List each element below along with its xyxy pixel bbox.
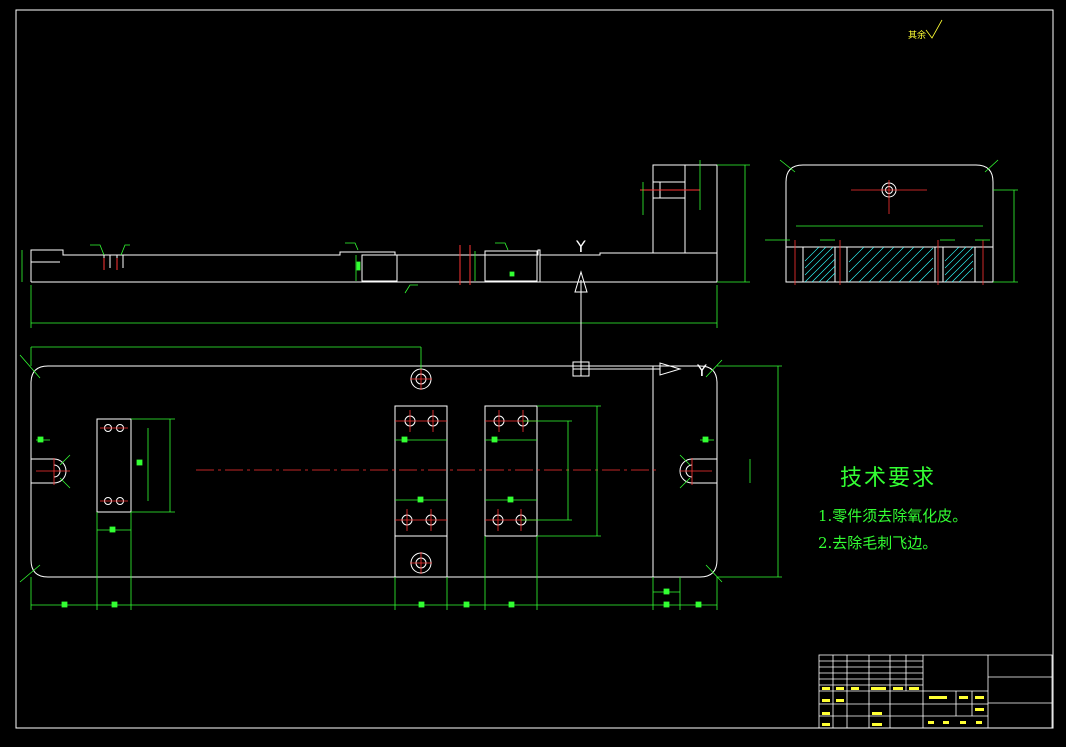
roughness-note: 其余 (908, 31, 927, 41)
top-view-dimensions (19, 346, 782, 610)
technical-requirement-item: 2.去除毛刺飞边。 (818, 534, 938, 552)
section-label-upper: Y (575, 237, 586, 256)
section-label-lower: Y (696, 361, 707, 380)
technical-requirement-item: 1.零件须去除氧化皮。 (818, 507, 968, 525)
side-view (785, 164, 994, 283)
roughness-symbol (925, 19, 943, 39)
side-view-hatching (804, 246, 974, 283)
side-view-dimensions (765, 159, 1018, 283)
top-view-centerlines (36, 368, 712, 574)
front-view-dimensions (21, 160, 750, 328)
technical-requirements-title: 技术要求 (840, 466, 937, 491)
front-view-hidden-lines (103, 189, 700, 285)
section-y-marker (572, 270, 682, 377)
drawing-frame (15, 9, 1054, 729)
top-view (30, 365, 718, 578)
side-view-centerlines (794, 180, 984, 285)
front-view (30, 164, 718, 283)
title-block (818, 654, 1053, 729)
title-block-text-marks (822, 687, 984, 726)
